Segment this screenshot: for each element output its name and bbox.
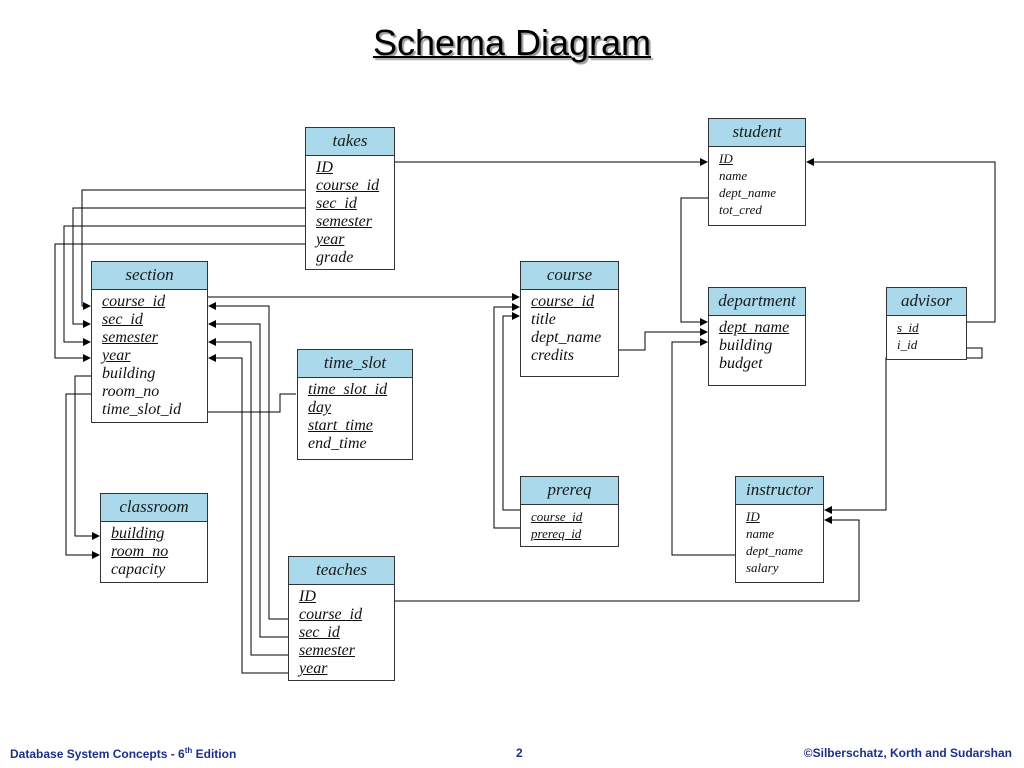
table-advisor: advisor s_id i_id [886,287,967,360]
attribute: time_slot_id [102,401,182,418]
attribute: year [316,231,345,248]
attribute: room_no [111,543,169,560]
connector-prereq-pid-to-course [502,312,520,511]
attribute: start_time [308,417,373,434]
attribute: semester [299,642,355,659]
attribute: semester [316,213,372,230]
table-header: section [92,262,207,290]
attribute: ID [746,509,760,524]
connector-course-dept-to-dept [619,328,708,351]
table-header: course [521,262,618,290]
footer-copyright: ©Silberschatz, Korth and Sudarshan [803,746,1012,760]
connector-teaches-sem-to-section [208,338,288,656]
table-header: student [709,119,805,147]
connector-takes-sid-to-section [72,207,305,328]
attribute: building [102,365,156,382]
connector-takes-cid-to-section [81,189,305,310]
attribute: room_no [102,383,160,400]
attribute: budget [719,355,763,372]
attribute: ID [316,159,333,176]
attribute: day [308,399,332,416]
attribute: sec_id [102,311,143,328]
footer-edition: Database System Concepts - 6th Edition [10,746,237,761]
table-prereq: prereq course_id prereq_id [520,476,619,547]
table-header: instructor [736,477,823,505]
connector-section-bld-to-classroom [74,375,100,540]
attribute: year [299,660,328,677]
connector-section-ts-to-timeslot [208,393,296,413]
attribute: building [111,525,165,542]
attribute: ID [299,588,316,605]
table-header: prereq [521,477,618,505]
attribute: name [719,168,748,183]
attribute: dept_name [719,185,777,200]
table-header: department [709,288,805,316]
attribute: tot_cred [719,202,762,217]
connector-student-dept-to-dept [680,197,708,326]
attribute: sec_id [316,195,357,212]
connector-section-room-to-classroom [65,393,100,559]
connector-instructor-dept-to-dept [671,338,735,556]
attribute: capacity [111,561,166,578]
table-header: teaches [289,557,394,585]
attribute: title [531,311,556,328]
attribute: course_id [531,293,595,310]
table-header: takes [306,128,394,156]
attribute: salary [746,560,779,575]
attribute: time_slot_id [308,381,388,398]
table-header: classroom [101,494,207,522]
attribute: credits [531,347,574,364]
attribute: course_id [299,606,363,623]
connector-teaches-sid-to-section [208,320,288,638]
table-header: time_slot [298,350,412,378]
attribute: s_id [897,320,919,335]
connector-advisor-s-to-student [806,158,996,323]
attribute: sec_id [299,624,340,641]
connector-teaches-to-instructor [395,516,860,602]
attribute: course_id [102,293,166,310]
attribute: year [102,347,131,364]
attribute: dept_name [746,543,804,558]
footer-page-number: 2 [516,746,523,760]
connector-advisor-i-to-instructor [824,347,983,514]
connector-takes-year-to-section [54,243,305,362]
attribute: grade [316,249,354,266]
attribute: course_id [316,177,380,194]
attribute: end_time [308,435,367,452]
attribute: prereq_id [531,526,582,541]
attribute: name [746,526,775,541]
attribute: dept_name [719,319,790,336]
connector-prereq-cid-to-course [493,303,520,529]
attribute: semester [102,329,158,346]
attribute: course_id [531,509,583,524]
slide-title: Schema Diagram [372,22,652,63]
connector-teaches-year-to-section [208,354,288,674]
attribute: ID [719,151,733,166]
attribute: dept_name [531,329,602,346]
attribute: building [719,337,773,354]
connector-teaches-cid-to-section [208,302,288,620]
attribute: i_id [897,337,918,352]
table-header: advisor [887,288,966,316]
connector-takes-sem-to-section [63,225,305,346]
